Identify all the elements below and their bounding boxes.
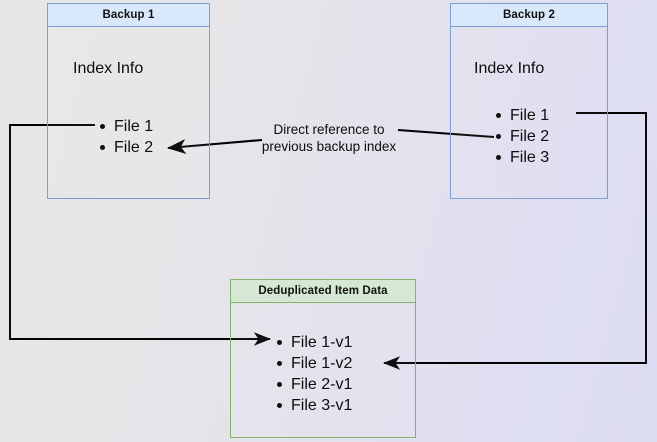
backup-2-index-info-label: Index Info [474,60,545,77]
list-item: File 1 [98,116,153,137]
list-item: File 1-v2 [275,353,352,374]
backup-1-file-list: File 1 File 2 [98,116,153,158]
backup-2-file-list: File 1 File 2 File 3 [494,105,549,168]
backup-2-header: Backup 2 [451,4,607,27]
list-item: File 2 [98,137,153,158]
list-item: File 3-v1 [275,395,352,416]
dedup-file-list: File 1-v1 File 1-v2 File 2-v1 File 3-v1 [275,332,352,416]
dedup-body: File 1-v1 File 1-v2 File 2-v1 File 3-v1 [231,303,415,437]
list-item: File 1 [494,105,549,126]
backup-2-body: Index Info File 1 File 2 File 3 [451,27,607,198]
list-item: File 1-v1 [275,332,352,353]
backup-2-title: Backup 2 [503,9,555,21]
annotation-line-2: previous backup index [261,139,397,154]
direct-reference-annotation: Direct reference to previous backup inde… [249,121,409,155]
backup-1-index-info-label: Index Info [73,60,144,77]
backup-1-body: Index Info File 1 File 2 [48,27,209,198]
backup-1-box[interactable]: Backup 1 Index Info File 1 File 2 [47,3,210,199]
list-item: File 2-v1 [275,374,352,395]
backup-1-header: Backup 1 [48,4,209,27]
deduplicated-item-data-box[interactable]: Deduplicated Item Data File 1-v1 File 1-… [230,279,416,438]
annotation-line-1: Direct reference to [273,122,385,137]
backup-2-box[interactable]: Backup 2 Index Info File 1 File 2 File 3 [450,3,608,199]
list-item: File 2 [494,126,549,147]
list-item: File 3 [494,147,549,168]
dedup-title: Deduplicated Item Data [258,285,388,297]
dedup-header: Deduplicated Item Data [231,280,415,303]
backup-1-title: Backup 1 [102,9,155,21]
